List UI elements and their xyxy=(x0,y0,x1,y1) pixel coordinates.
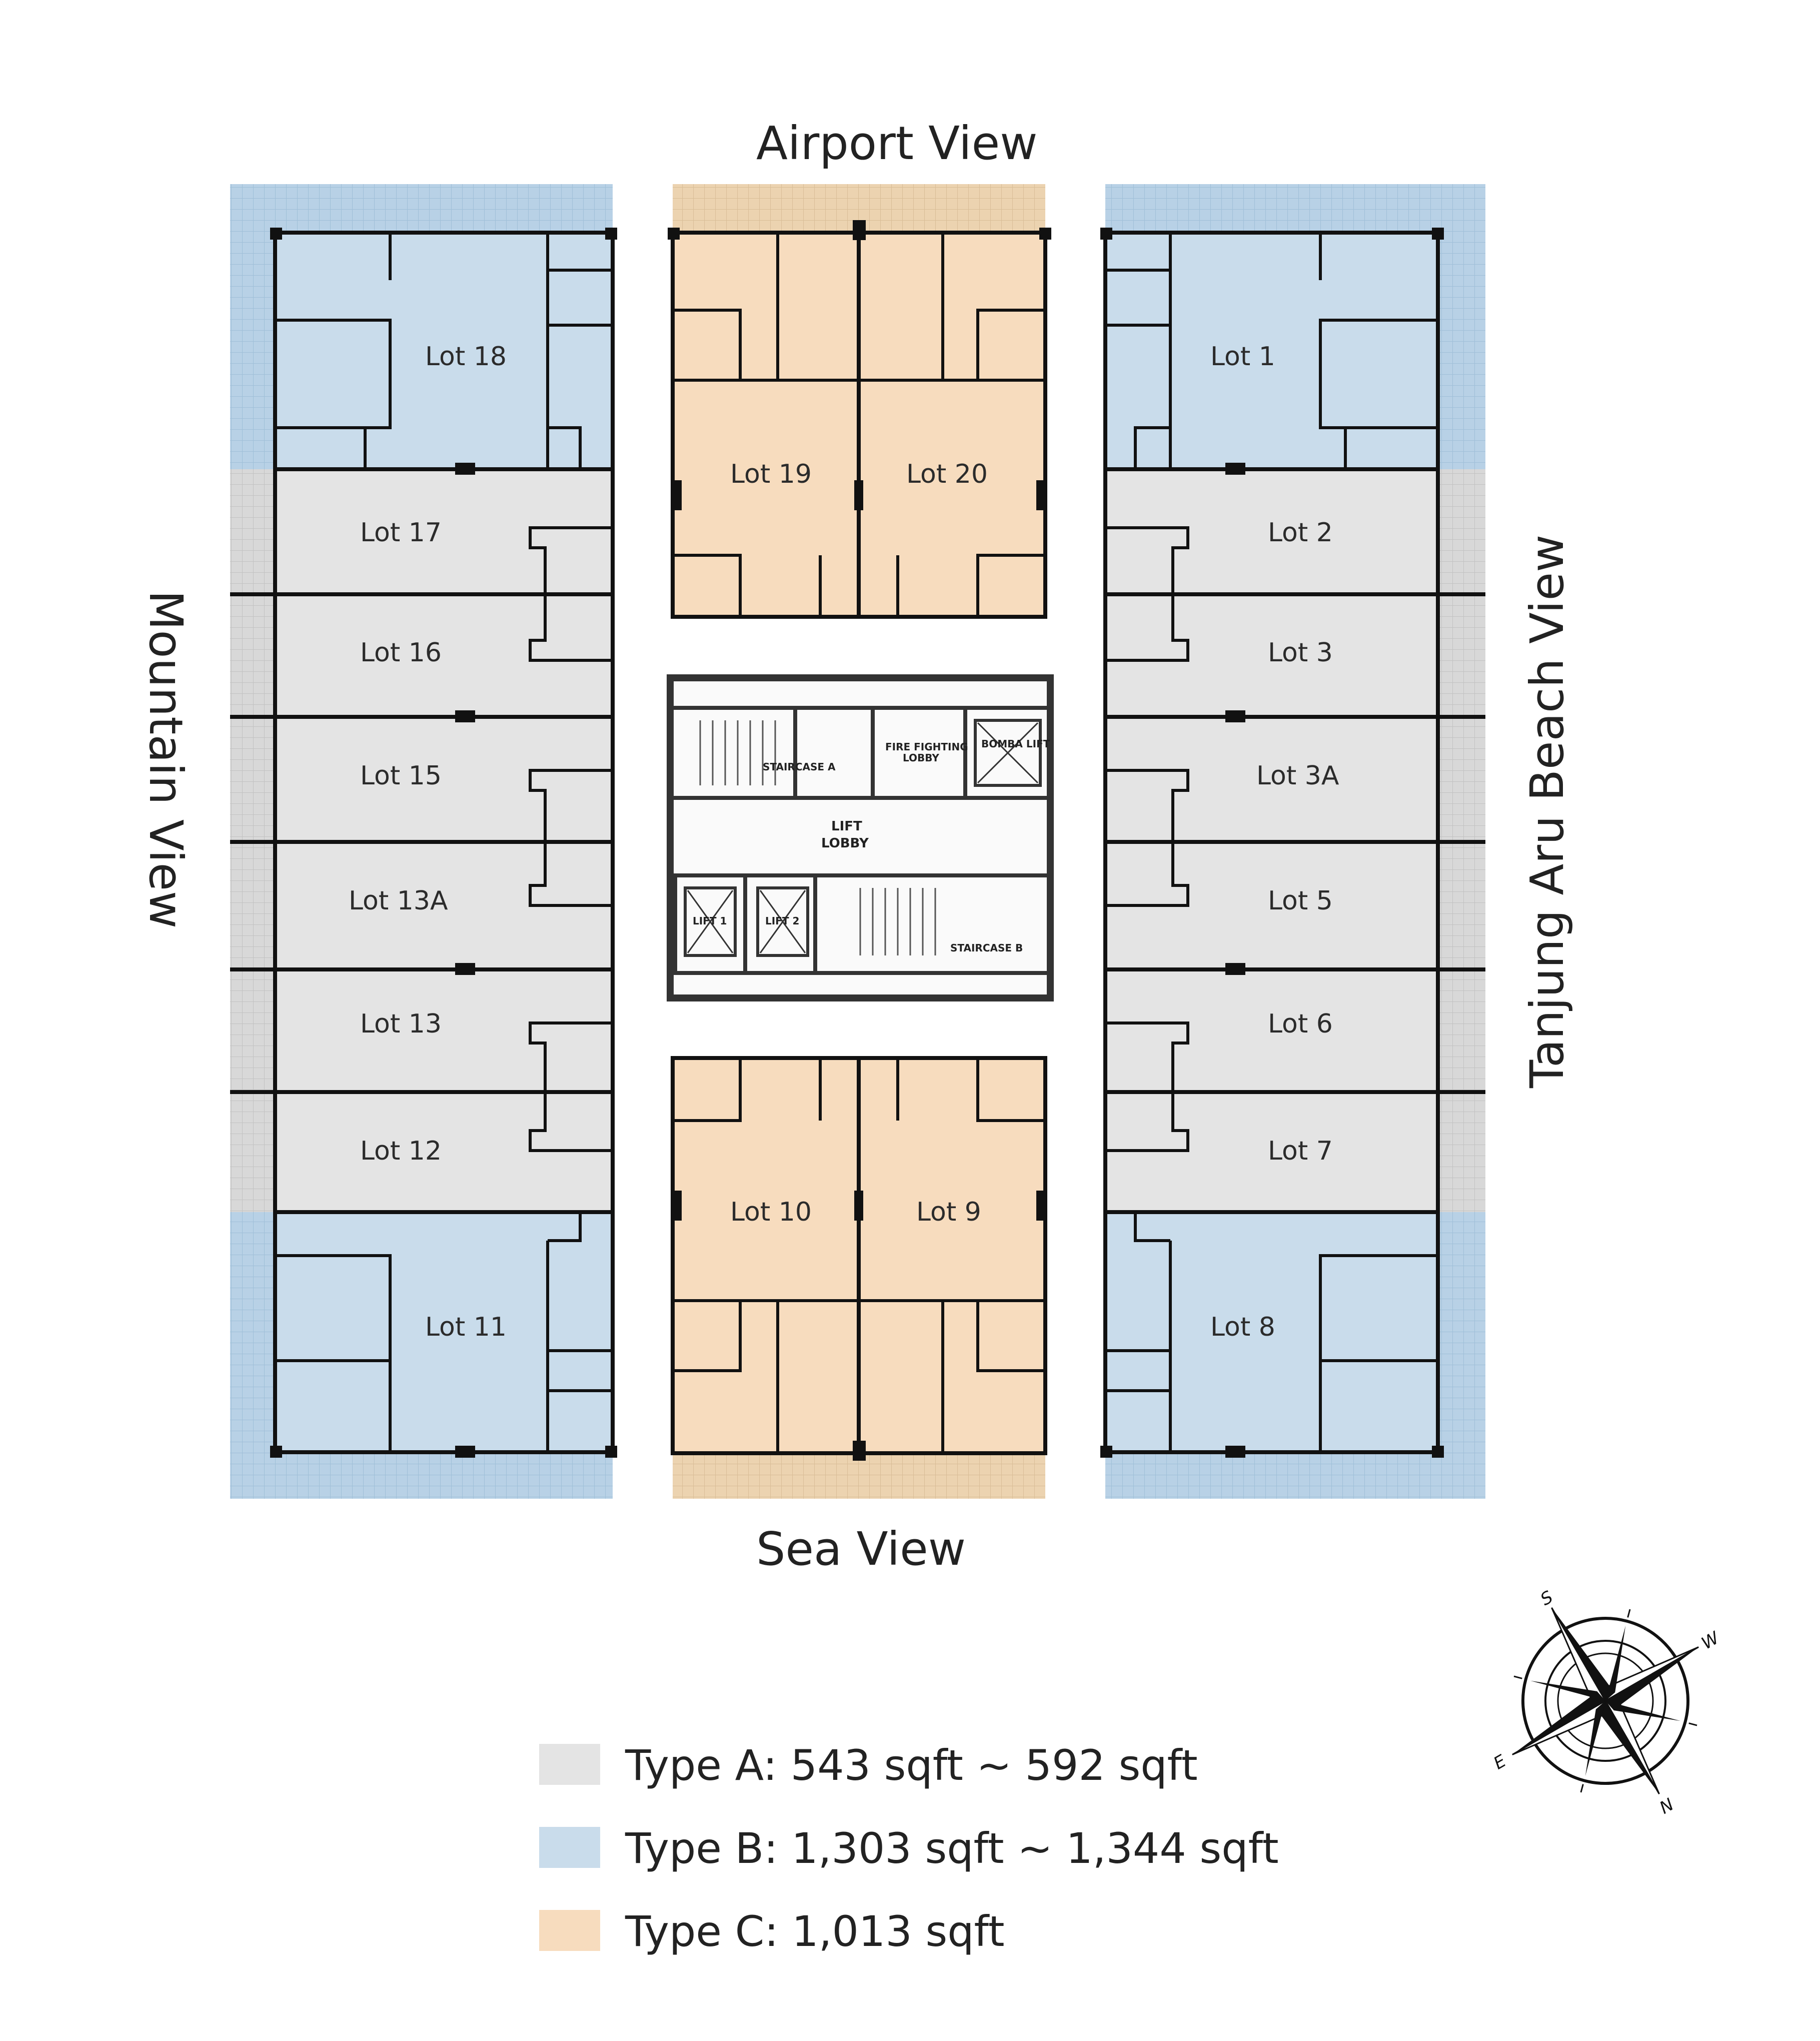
lift-1-cross xyxy=(687,890,734,953)
view-label-top: Airport View xyxy=(756,117,1037,170)
staircase-b-label: STAIRCASE B xyxy=(950,942,1023,954)
lot-8-area[interactable] xyxy=(1103,1210,1440,1454)
staircase-b-steps xyxy=(859,888,936,955)
staircase-a-steps xyxy=(699,720,776,785)
lot-17-area[interactable] xyxy=(273,467,615,596)
lift-lobby-label-2: LOBBY xyxy=(821,836,869,851)
lot-9-area[interactable] xyxy=(857,1056,1047,1455)
lot-20-label: Lot 20 xyxy=(906,459,988,489)
central-core: STAIRCASE A FIRE FIGHTING LOBBY BOMBA LI… xyxy=(667,674,1054,1001)
lot-15-label: Lot 15 xyxy=(360,761,442,791)
compass-rose-icon: S N E W xyxy=(1490,1587,1723,1818)
lift-2-box xyxy=(756,886,809,957)
lift-1-label: LIFT 1 xyxy=(693,915,727,927)
lot-12-label: Lot 12 xyxy=(360,1136,442,1166)
fire-fighting-label-1: FIRE FIGHTING xyxy=(885,741,968,753)
lot-labels: Lot 18 Lot 17 Lot 16 Lot 15 Lot 13A Lot … xyxy=(349,342,1339,1342)
lot-3a-label: Lot 3A xyxy=(1256,761,1339,791)
legend-label-type-c: Type C: 1,013 sqft xyxy=(625,1907,1005,1956)
lot-10-label: Lot 10 xyxy=(730,1197,812,1227)
lift-2-label: LIFT 2 xyxy=(765,915,799,927)
lot-1-label: Lot 1 xyxy=(1210,342,1275,372)
lot-15-area[interactable] xyxy=(273,715,615,844)
view-label-left: Mountain View xyxy=(139,590,193,928)
lot-19-label: Lot 19 xyxy=(730,459,812,489)
lot-3-area[interactable] xyxy=(1103,592,1440,719)
lot-5-label: Lot 5 xyxy=(1268,886,1333,916)
left-wing xyxy=(230,184,615,1499)
lot-18-area[interactable] xyxy=(273,231,615,471)
lot-1-area[interactable] xyxy=(1103,231,1440,471)
lot-2-area[interactable] xyxy=(1103,467,1440,596)
lot-8-walls xyxy=(1105,1212,1438,1452)
lot-3a-area[interactable] xyxy=(1103,715,1440,844)
lot-11-area[interactable] xyxy=(273,1210,615,1454)
fire-fighting-label-2: LOBBY xyxy=(903,752,939,764)
lot-20-area[interactable] xyxy=(857,231,1047,619)
legend-swatch-type-a xyxy=(539,1744,600,1785)
lot-11-walls xyxy=(275,1212,613,1452)
lot-13-area[interactable] xyxy=(273,967,615,1094)
legend: Type A: 543 sqft ~ 592 sqft Type B: 1,30… xyxy=(539,1741,1279,1956)
lot-6-label: Lot 6 xyxy=(1268,1009,1333,1039)
lot-7-label: Lot 7 xyxy=(1268,1136,1333,1166)
lot-1-walls xyxy=(1105,233,1438,468)
lot-13a-label: Lot 13A xyxy=(349,886,448,916)
lot-11-label: Lot 11 xyxy=(425,1312,507,1342)
right-dividing-walls xyxy=(1105,592,1485,1094)
view-label-right: Tanjung Aru Beach View xyxy=(1520,535,1574,1089)
top-center-wing xyxy=(671,184,1047,619)
compass-letter-n: N xyxy=(1656,1794,1677,1818)
lot-17-label: Lot 17 xyxy=(360,518,442,548)
left-toilet-cores xyxy=(529,526,614,1152)
lot-2-label: Lot 2 xyxy=(1268,518,1333,548)
lot-13-label: Lot 13 xyxy=(360,1009,442,1039)
lot-8-label: Lot 8 xyxy=(1210,1312,1275,1342)
legend-swatch-type-b xyxy=(539,1827,600,1868)
lot-6-area[interactable] xyxy=(1103,967,1440,1094)
lift-1-box xyxy=(684,886,737,957)
compass-letter-w: W xyxy=(1698,1628,1723,1654)
lot-18-walls xyxy=(275,233,613,468)
view-label-bottom: Sea View xyxy=(756,1522,966,1576)
bomba-lift-cross xyxy=(977,722,1039,784)
bottom-center-wing xyxy=(671,1056,1047,1499)
right-toilet-cores xyxy=(1104,526,1189,1152)
bomba-lift-box xyxy=(974,719,1042,787)
lift-lobby-label-1: LIFT xyxy=(831,819,862,834)
lot-9-label: Lot 9 xyxy=(916,1197,981,1227)
bomba-lift-label: BOMBA LIFT xyxy=(981,738,1050,750)
lot-19-area[interactable] xyxy=(671,231,861,619)
compass-letter-s: S xyxy=(1537,1587,1556,1610)
legend-swatch-type-c xyxy=(539,1910,600,1951)
lot-16-area[interactable] xyxy=(273,592,615,719)
compass-letter-e: E xyxy=(1490,1751,1510,1774)
staircase-a-label: STAIRCASE A xyxy=(763,761,836,773)
legend-label-type-b: Type B: 1,303 sqft ~ 1,344 sqft xyxy=(625,1824,1279,1873)
top-center-walls xyxy=(673,233,1045,617)
lift-2-cross xyxy=(759,890,806,953)
legend-label-type-a: Type A: 543 sqft ~ 592 sqft xyxy=(625,1741,1198,1790)
right-wing xyxy=(1103,184,1485,1499)
lot-16-label: Lot 16 xyxy=(360,638,442,668)
structural-columns xyxy=(270,220,1444,1461)
lot-3-label: Lot 3 xyxy=(1268,638,1333,668)
lot-18-label: Lot 18 xyxy=(425,342,507,372)
bottom-center-walls xyxy=(673,1058,1045,1453)
core-walls xyxy=(673,706,1048,975)
left-dividing-walls xyxy=(230,592,613,1094)
lot-10-area[interactable] xyxy=(671,1056,861,1455)
